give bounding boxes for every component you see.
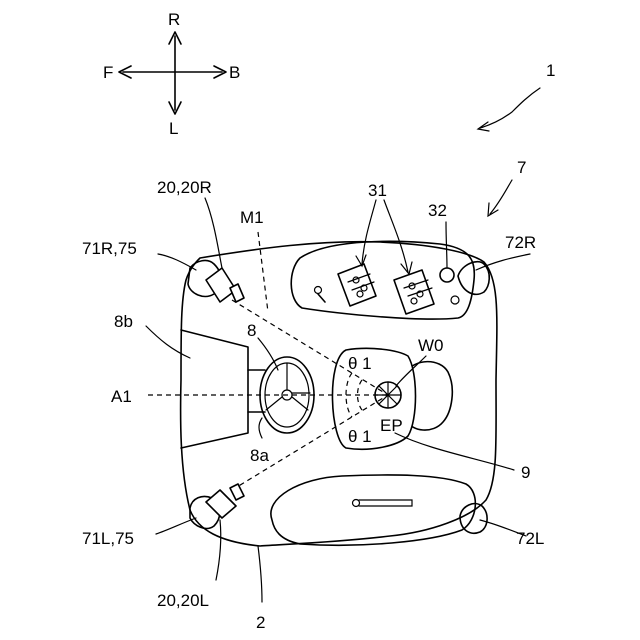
label-ref-72r: 72R — [505, 233, 536, 252]
switch-panel-left — [338, 264, 376, 306]
label-ref-32: 32 — [428, 201, 447, 220]
label-ref-a1: A1 — [111, 387, 132, 406]
label-ref-8a: 8a — [250, 446, 269, 465]
label-ref-theta-top: θ 1 — [348, 354, 372, 373]
pillar-72l — [460, 504, 487, 534]
label-ref-31: 31 — [368, 181, 387, 200]
label-ref-ep: EP — [380, 416, 403, 435]
label-ref-m1: M1 — [240, 208, 264, 227]
camera-20r — [206, 268, 244, 302]
dashboard — [181, 330, 265, 448]
direction-compass: R L F B — [103, 10, 240, 138]
leader-ref-1: 1 — [478, 61, 555, 131]
leader-ref-7: 7 — [488, 158, 526, 216]
left-seat-area — [271, 475, 475, 545]
label-ref-8: 8 — [247, 321, 256, 340]
label-ref-9: 9 — [521, 463, 530, 482]
label-ref-theta-bottom: θ 1 — [348, 427, 372, 446]
camera-20l — [206, 484, 244, 518]
label-ref-20l: 20,20L — [157, 591, 209, 610]
label-ref-8b: 8b — [114, 312, 133, 331]
label-ref-20r: 20,20R — [157, 178, 212, 197]
label-ref-2: 2 — [256, 613, 265, 632]
label-ref-1: 1 — [546, 61, 555, 80]
switch-panel-right — [394, 270, 434, 314]
label-ref-72l: 72L — [516, 529, 544, 548]
compass-label-l: L — [169, 119, 178, 138]
switch-32 — [440, 268, 454, 282]
label-ref-71r: 71R,75 — [82, 239, 137, 258]
label-ref-71l: 71L,75 — [82, 529, 134, 548]
compass-label-b: B — [229, 63, 240, 82]
label-ref-7: 7 — [517, 158, 526, 177]
compass-label-r: R — [168, 10, 180, 29]
compass-label-f: F — [103, 63, 113, 82]
label-ref-w0: W0 — [418, 336, 444, 355]
